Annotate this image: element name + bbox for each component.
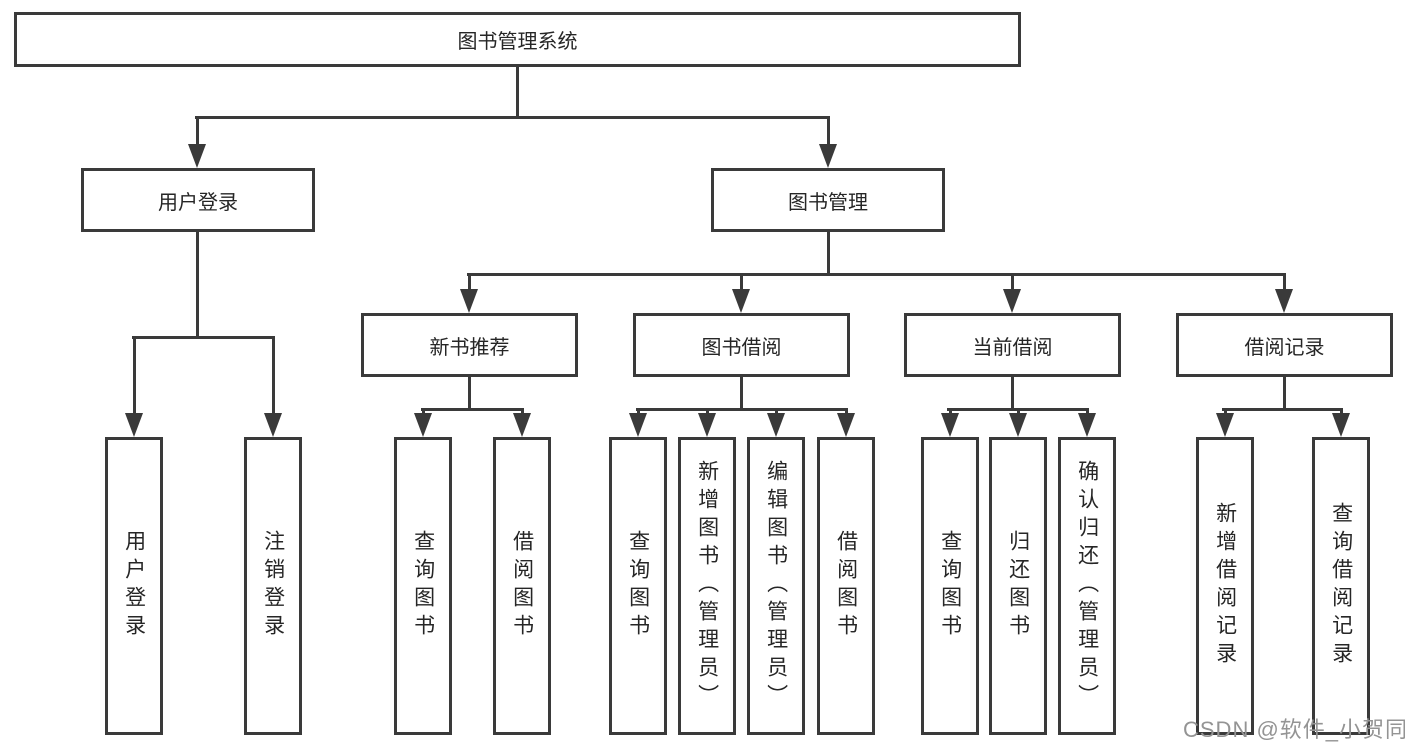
leaf-confirm-return-admin: 确认归还（管理员） bbox=[1058, 437, 1116, 735]
connector-line bbox=[422, 408, 425, 416]
arrow-down-icon bbox=[513, 413, 531, 437]
connector-line bbox=[195, 116, 830, 119]
node-book-borrow-label: 图书借阅 bbox=[701, 336, 782, 359]
connector-line bbox=[468, 377, 471, 410]
connector-line bbox=[467, 273, 1286, 276]
node-current-borrow-label: 当前借阅 bbox=[972, 336, 1053, 359]
arrow-down-icon bbox=[264, 413, 282, 437]
node-user-login-label: 用户登录 bbox=[158, 191, 238, 214]
node-root: 图书管理系统 bbox=[14, 12, 1021, 67]
connector-line bbox=[949, 408, 952, 416]
arrow-down-icon bbox=[1332, 413, 1350, 437]
leaf-return-book-label: 归还图书 bbox=[1006, 530, 1030, 642]
leaf-query-book-1: 查询图书 bbox=[394, 437, 452, 735]
arrow-down-icon bbox=[941, 413, 959, 437]
leaf-add-book-admin: 新增图书（管理员） bbox=[678, 437, 736, 735]
connector-line bbox=[1224, 408, 1227, 416]
leaf-query-borrow-record: 查询借阅记录 bbox=[1312, 437, 1370, 735]
node-borrow-records: 借阅记录 bbox=[1176, 313, 1393, 377]
watermark: CSDN @软件_小贺同学 bbox=[1183, 717, 1405, 742]
connector-line bbox=[272, 336, 275, 415]
leaf-edit-book-admin-label: 编辑图书（管理员） bbox=[764, 460, 788, 712]
leaf-query-book-1-label: 查询图书 bbox=[411, 530, 435, 642]
arrow-down-icon bbox=[698, 413, 716, 437]
connector-line bbox=[521, 408, 524, 416]
node-root-label: 图书管理系统 bbox=[457, 31, 578, 53]
connector-line bbox=[1222, 408, 1343, 411]
arrow-down-icon bbox=[732, 289, 750, 313]
connector-line bbox=[516, 67, 519, 118]
leaf-borrow-book-2-label: 借阅图书 bbox=[834, 530, 858, 642]
leaf-confirm-return-admin-label: 确认归还（管理员） bbox=[1075, 460, 1099, 712]
leaf-edit-book-admin: 编辑图书（管理员） bbox=[747, 437, 805, 735]
leaf-add-borrow-record: 新增借阅记录 bbox=[1196, 437, 1254, 735]
connector-line bbox=[827, 232, 830, 276]
connector-line bbox=[1011, 273, 1014, 291]
connector-line bbox=[1340, 408, 1343, 416]
node-current-borrow: 当前借阅 bbox=[904, 313, 1121, 377]
leaf-borrow-book-2: 借阅图书 bbox=[817, 437, 875, 735]
arrow-down-icon bbox=[1216, 413, 1234, 437]
node-new-book-recommend: 新书推荐 bbox=[361, 313, 578, 377]
connector-line bbox=[468, 273, 471, 291]
arrow-down-icon bbox=[1078, 413, 1096, 437]
leaf-user-login: 用户登录 bbox=[105, 437, 163, 735]
connector-line bbox=[421, 408, 524, 411]
arrow-down-icon bbox=[1009, 413, 1027, 437]
connector-line bbox=[1283, 377, 1286, 410]
arrow-down-icon bbox=[1275, 289, 1293, 313]
leaf-query-book-3-label: 查询图书 bbox=[938, 530, 962, 642]
leaf-return-book: 归还图书 bbox=[989, 437, 1047, 735]
leaf-query-borrow-record-label: 查询借阅记录 bbox=[1329, 502, 1353, 670]
arrow-down-icon bbox=[767, 413, 785, 437]
connector-line bbox=[132, 336, 275, 339]
arrow-down-icon bbox=[414, 413, 432, 437]
leaf-query-book-2-label: 查询图书 bbox=[626, 530, 650, 642]
node-new-book-recommend-label: 新书推荐 bbox=[429, 336, 510, 359]
leaf-add-borrow-record-label: 新增借阅记录 bbox=[1213, 502, 1237, 670]
arrow-down-icon bbox=[125, 413, 143, 437]
leaf-logout: 注销登录 bbox=[244, 437, 302, 735]
connector-line bbox=[740, 377, 743, 410]
leaf-borrow-book-1: 借阅图书 bbox=[493, 437, 551, 735]
arrow-down-icon bbox=[460, 289, 478, 313]
connector-line bbox=[637, 408, 640, 416]
arrow-down-icon bbox=[837, 413, 855, 437]
connector-line bbox=[636, 408, 848, 411]
leaf-query-book-3: 查询图书 bbox=[921, 437, 979, 735]
arrow-down-icon bbox=[819, 144, 837, 168]
connector-line bbox=[196, 232, 199, 338]
arrow-down-icon bbox=[629, 413, 647, 437]
leaf-logout-label: 注销登录 bbox=[261, 530, 285, 642]
connector-line bbox=[1011, 377, 1014, 410]
connector-line bbox=[775, 408, 778, 416]
leaf-add-book-admin-label: 新增图书（管理员） bbox=[695, 460, 719, 712]
node-book-borrow: 图书借阅 bbox=[633, 313, 850, 377]
connector-line bbox=[706, 408, 709, 416]
node-book-management-label: 图书管理 bbox=[788, 191, 868, 214]
connector-line bbox=[1017, 408, 1020, 416]
connector-line bbox=[1283, 273, 1286, 291]
connector-line bbox=[845, 408, 848, 416]
connector-line bbox=[196, 116, 199, 146]
node-borrow-records-label: 借阅记录 bbox=[1244, 336, 1325, 359]
leaf-user-login-label: 用户登录 bbox=[122, 530, 146, 642]
connector-line bbox=[740, 273, 743, 291]
node-book-management: 图书管理 bbox=[711, 168, 945, 232]
connector-line bbox=[133, 336, 136, 415]
connector-line bbox=[1086, 408, 1089, 416]
connector-line bbox=[827, 116, 830, 146]
leaf-query-book-2: 查询图书 bbox=[609, 437, 667, 735]
arrow-down-icon bbox=[1003, 289, 1021, 313]
node-user-login: 用户登录 bbox=[81, 168, 315, 232]
arrow-down-icon bbox=[188, 144, 206, 168]
leaf-borrow-book-1-label: 借阅图书 bbox=[510, 530, 534, 642]
